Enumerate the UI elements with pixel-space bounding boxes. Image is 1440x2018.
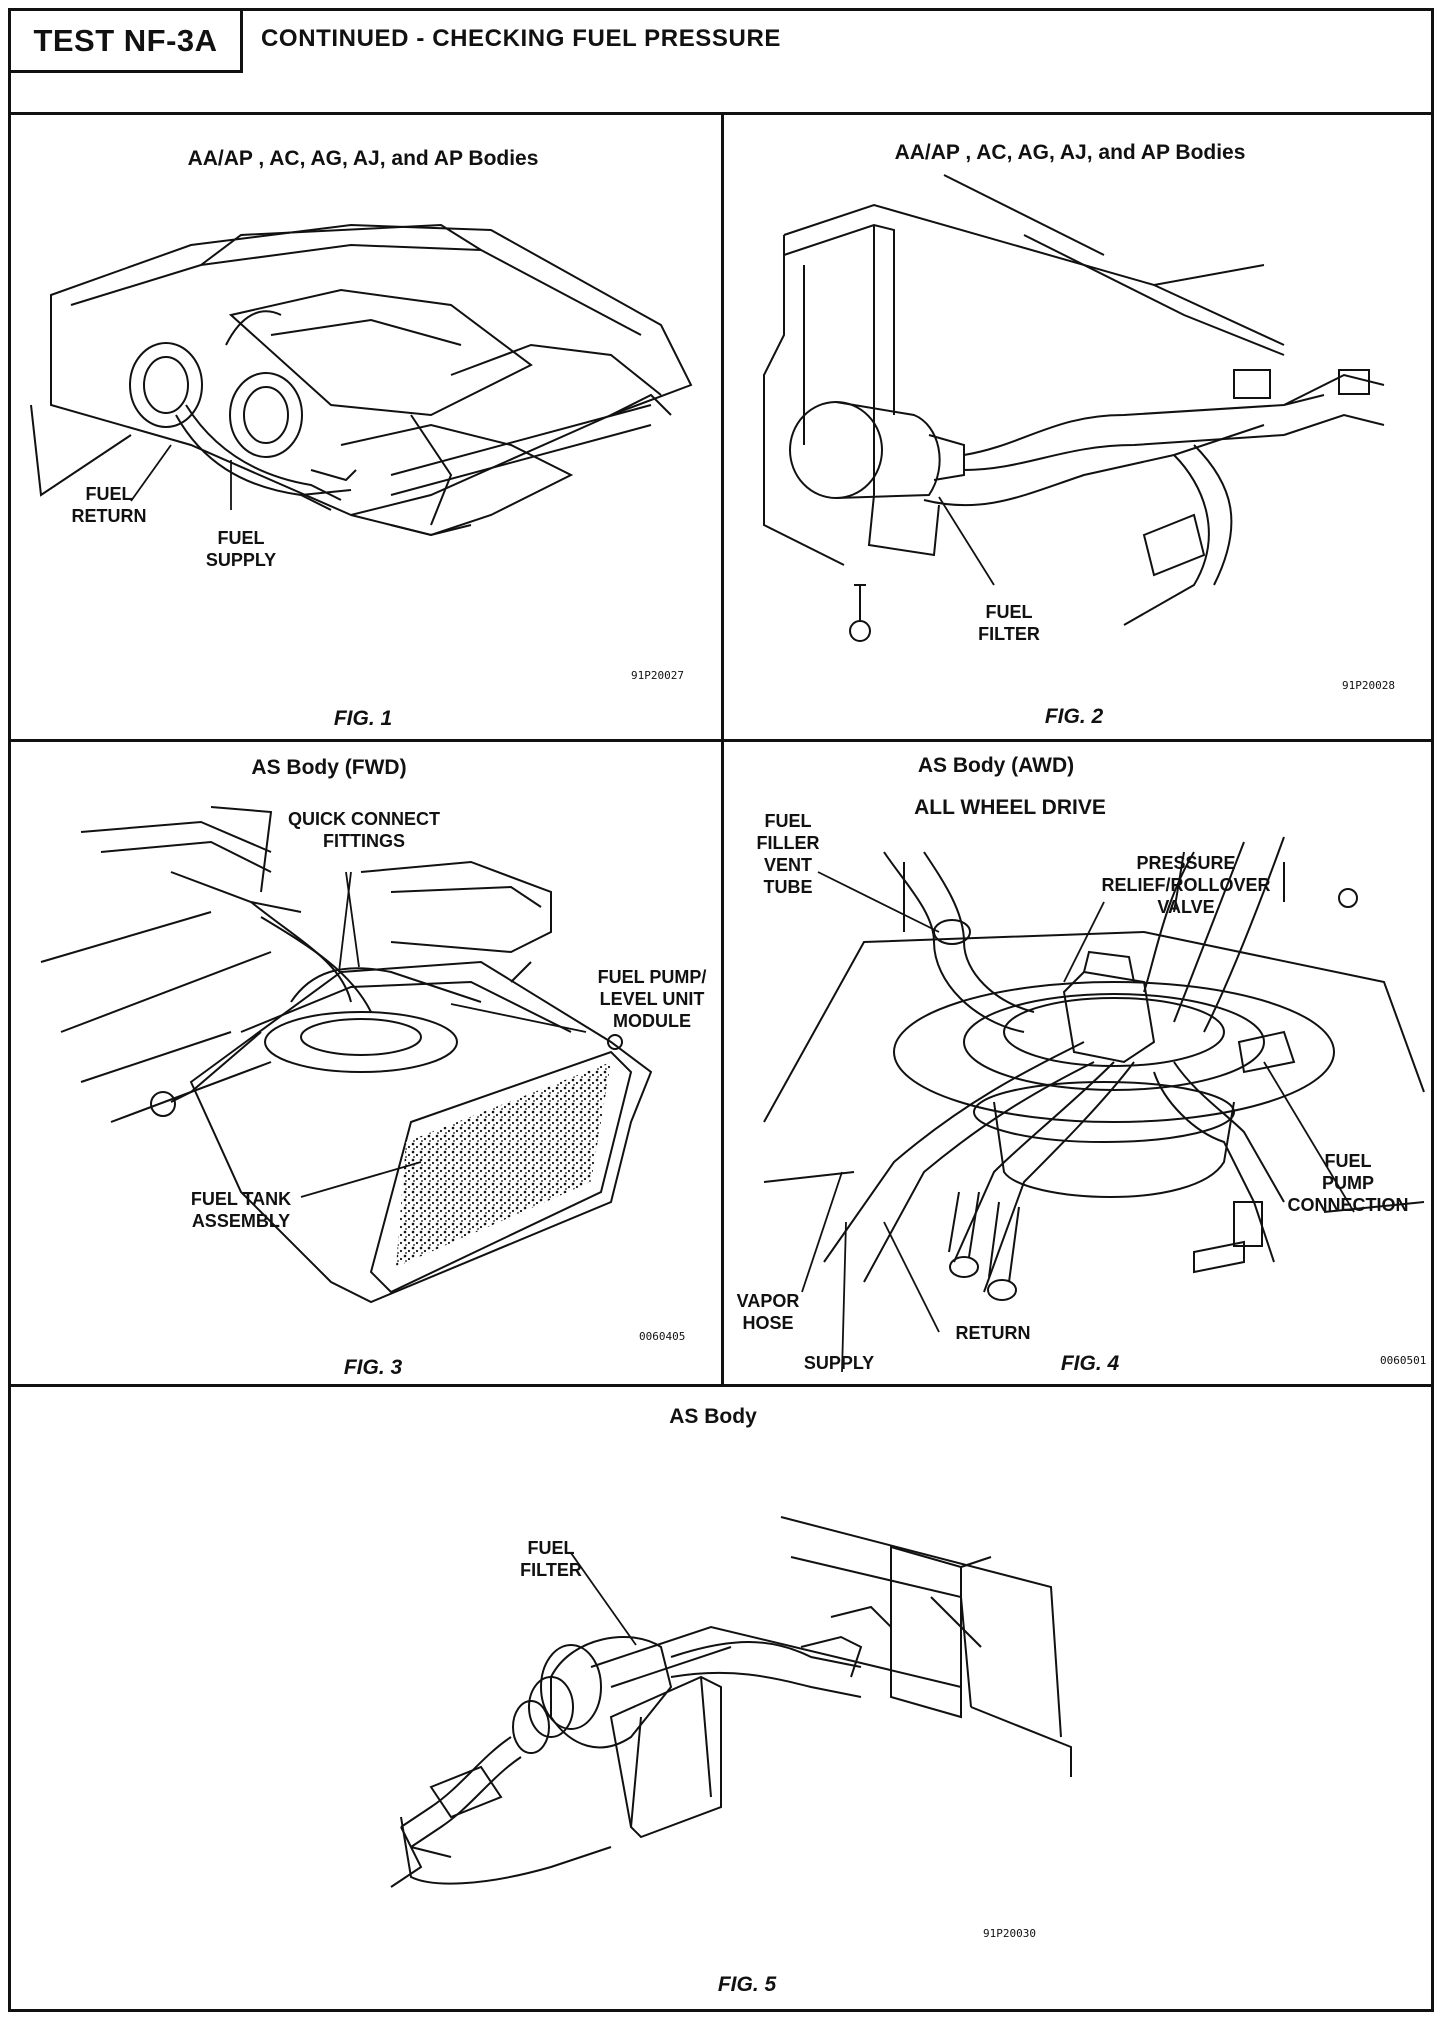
figure-2-drawing — [724, 115, 1437, 739]
label-fuel-pump-module: FUEL PUMP/ LEVEL UNIT MODULE — [587, 966, 717, 1032]
label-line: FUEL — [985, 602, 1033, 622]
figure-2-code: 91P20028 — [1342, 679, 1395, 692]
label-line: FUEL — [764, 811, 812, 831]
figure-1-code: 91P20027 — [631, 669, 684, 682]
figure-5-panel: AS Body — [11, 1387, 1437, 2012]
figure-3-caption: FIG. 3 — [343, 1356, 403, 1379]
label-line: RELIEF/ROLLOVER — [1101, 875, 1271, 895]
label-line: CONNECTION — [1287, 1195, 1409, 1215]
label-line: FILTER — [978, 624, 1040, 644]
figure-5-caption: FIG. 5 — [717, 1973, 777, 1996]
figure-3-code: 0060405 — [639, 1330, 686, 1343]
label-fuel-filter: FUEL FILTER — [506, 1537, 596, 1581]
figure-4-caption: FIG. 4 — [1060, 1352, 1120, 1375]
figure-2-caption: FIG. 2 — [1044, 705, 1104, 728]
label-line: FUEL PUMP/ — [597, 967, 707, 987]
label-line: VENT — [763, 855, 812, 875]
service-manual-page: TEST NF-3A CONTINUED - CHECKING FUEL PRE… — [8, 8, 1434, 2012]
label-line: FUEL TANK — [190, 1189, 292, 1209]
figure-4-subtitle: ALL WHEEL DRIVE — [914, 796, 1106, 819]
label-line: PUMP — [1321, 1173, 1374, 1193]
label-line: VALVE — [1157, 897, 1215, 917]
label-line: MODULE — [613, 1011, 691, 1031]
grid-divider-row2 — [11, 1384, 1431, 1387]
label-line: PRESSURE — [1136, 853, 1236, 873]
figure-2-panel: AA/AP , AC, AG, AJ, and AP Bodies — [724, 115, 1437, 739]
figure-4-code: 0060501 — [1380, 1354, 1427, 1367]
label-line: QUICK CONNECT — [288, 809, 440, 829]
label-line: HOSE — [742, 1313, 794, 1333]
label-line: FUEL — [217, 528, 265, 548]
label-fuel-return: FUEL RETURN — [69, 483, 149, 527]
label-quick-connect-fittings: QUICK CONNECT FITTINGS — [269, 808, 459, 852]
figure-3-drawing — [11, 742, 721, 1384]
label-fuel-filler-vent-tube: FUEL FILLER VENT TUBE — [748, 810, 828, 898]
figure-1-title: AA/AP , AC, AG, AJ, and AP Bodies — [187, 147, 539, 170]
figure-3-panel: AS Body (FWD) — [11, 742, 721, 1384]
label-pressure-relief-valve: PRESSURE RELIEF/ROLLOVER VALVE — [1086, 852, 1286, 918]
figure-5-title: AS Body — [669, 1405, 757, 1428]
figure-4-title: AS Body (AWD) — [917, 754, 1075, 777]
figure-4-drawing — [724, 742, 1437, 1384]
label-fuel-filter: FUEL FILTER — [964, 601, 1054, 645]
figure-3-title: AS Body (FWD) — [251, 756, 407, 779]
label-line: FILTER — [520, 1560, 582, 1580]
label-fuel-pump-connection: FUEL PUMP CONNECTION — [1268, 1150, 1428, 1216]
label-supply: SUPPLY — [803, 1353, 875, 1373]
label-line: RETURN — [71, 506, 147, 526]
label-line: FUEL — [527, 1538, 575, 1558]
figure-4-panel: AS Body (AWD) ALL WHEEL DRIVE — [724, 742, 1437, 1384]
page-header: TEST NF-3A CONTINUED - CHECKING FUEL PRE… — [11, 11, 1431, 115]
label-vapor-hose: VAPOR HOSE — [730, 1290, 806, 1334]
figure-2-title: AA/AP , AC, AG, AJ, and AP Bodies — [894, 141, 1246, 164]
label-fuel-supply: FUEL SUPPLY — [201, 527, 281, 571]
figure-1-drawing — [11, 115, 721, 739]
figure-5-drawing — [11, 1387, 1437, 2012]
label-line: ASSEMBLY — [191, 1211, 291, 1231]
figure-1-panel: AA/AP , AC, AG, AJ, and AP Bodies — [11, 115, 721, 739]
label-line: FUEL — [85, 484, 133, 504]
label-line: SUPPLY — [205, 550, 277, 570]
figure-5-code: 91P20030 — [983, 1927, 1036, 1940]
figure-1-caption: FIG. 1 — [333, 707, 393, 730]
grid-divider-vertical — [721, 115, 724, 1387]
grid-divider-row1 — [11, 739, 1431, 742]
label-line: FILLER — [756, 833, 820, 853]
label-line: VAPOR — [736, 1291, 800, 1311]
label-return: RETURN — [955, 1323, 1031, 1343]
label-line: LEVEL UNIT — [599, 989, 705, 1009]
label-line: FITTINGS — [323, 831, 405, 851]
label-line: TUBE — [763, 877, 813, 897]
test-id: TEST NF-3A — [11, 11, 243, 73]
page-title: CONTINUED - CHECKING FUEL PRESSURE — [261, 25, 781, 52]
label-fuel-tank-assembly: FUEL TANK ASSEMBLY — [171, 1188, 311, 1232]
label-line: FUEL — [1324, 1151, 1372, 1171]
